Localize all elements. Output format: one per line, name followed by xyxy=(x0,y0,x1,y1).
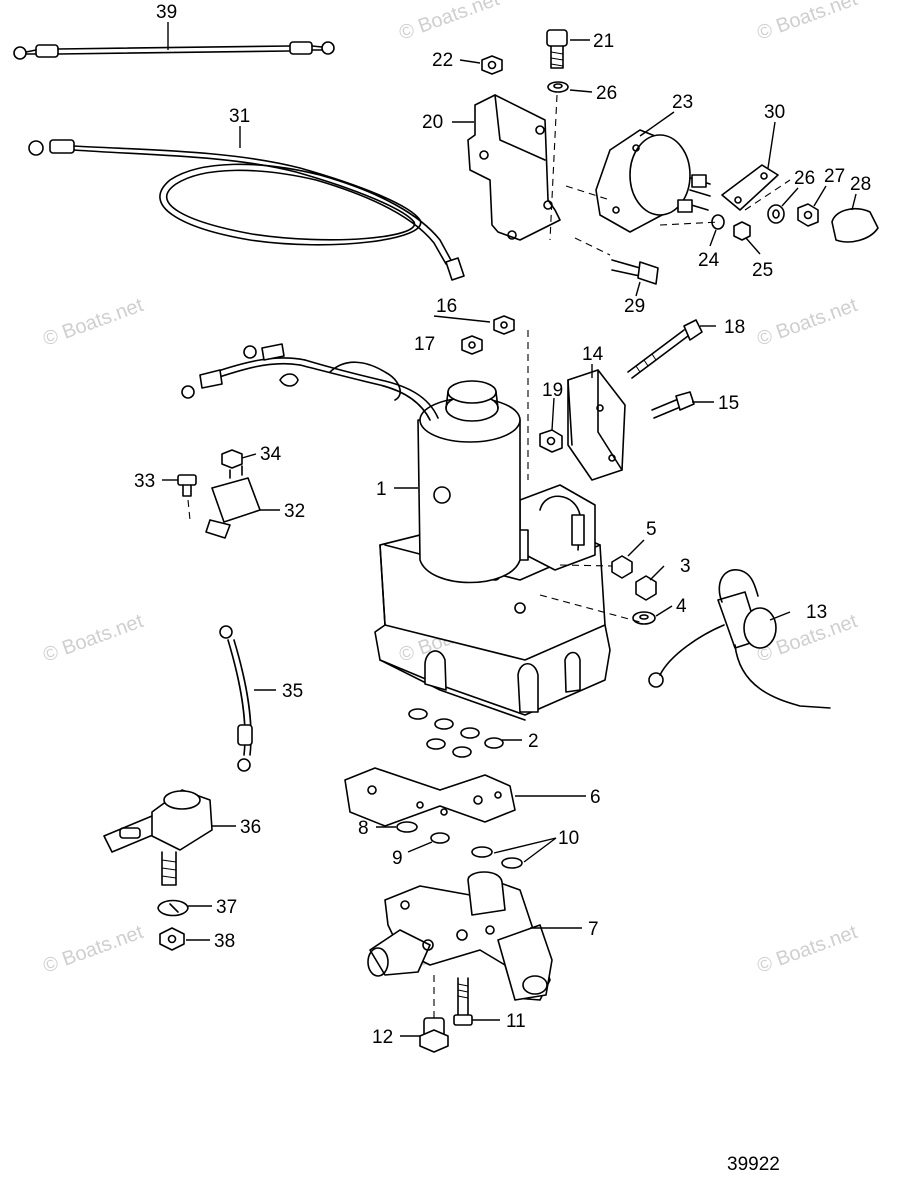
callout-7: 7 xyxy=(588,919,599,940)
part-26-washer-right xyxy=(767,204,785,224)
part-37-lock-washer xyxy=(157,899,189,917)
callout-8: 8 xyxy=(358,818,369,839)
part-13-trim-switch xyxy=(648,569,831,709)
part-16-nut xyxy=(493,315,515,335)
part-27-nut xyxy=(797,203,819,227)
part-34-nut xyxy=(221,449,243,469)
callout-10: 10 xyxy=(558,828,579,849)
part-33-screw xyxy=(177,474,197,497)
alignment-lines-top xyxy=(527,94,791,480)
part-36-relay xyxy=(103,789,213,886)
callout-18: 18 xyxy=(724,317,745,338)
callout-14: 14 xyxy=(582,344,604,365)
watermark: © Boats.net xyxy=(754,921,860,978)
callout-15: 15 xyxy=(718,393,739,414)
part-10-o-rings xyxy=(471,846,523,869)
part-6-gasket xyxy=(344,767,516,827)
part-18-long-bolt xyxy=(627,319,703,379)
callout-32: 32 xyxy=(284,501,305,522)
part-29-screw xyxy=(611,259,659,285)
callout-38: 38 xyxy=(214,931,235,952)
part-28-boot xyxy=(831,208,879,243)
callout-23: 23 xyxy=(672,92,693,113)
part-7-manifold xyxy=(367,871,553,1001)
watermark: © Boats.net xyxy=(396,0,502,45)
callout-13: 13 xyxy=(806,602,827,623)
part-15-screw xyxy=(651,391,695,419)
part-5-screw xyxy=(611,555,633,579)
part-38-nut xyxy=(159,927,185,951)
callout-17: 17 xyxy=(414,334,435,355)
part-11-bolt xyxy=(453,977,473,1026)
callout-35: 35 xyxy=(282,681,303,702)
part-30-plate xyxy=(721,164,779,211)
watermark: © Boats.net xyxy=(754,0,860,45)
watermark: © Boats.net xyxy=(40,921,146,978)
callout-12: 12 xyxy=(372,1027,393,1048)
callout-20: 20 xyxy=(422,112,443,133)
leader-lines xyxy=(162,22,857,1037)
part-1-pump-motor xyxy=(181,343,611,721)
callout-37: 37 xyxy=(216,897,237,918)
callout-3: 3 xyxy=(680,556,691,577)
callout-4: 4 xyxy=(676,596,687,617)
watermark: © Boats.net xyxy=(754,294,860,351)
part-32-circuit-breaker xyxy=(187,465,261,539)
watermark: © Boats.net xyxy=(40,610,146,667)
callout-6: 6 xyxy=(590,787,601,808)
callout-2: 2 xyxy=(528,731,539,752)
part-9-o-ring xyxy=(430,832,450,844)
callout-33: 33 xyxy=(134,471,155,492)
part-31-coiled-cable xyxy=(28,139,465,281)
part-21-screw xyxy=(546,29,568,69)
part-25-nut xyxy=(733,221,751,241)
callout-9: 9 xyxy=(392,848,403,869)
part-35-ground-strap xyxy=(219,625,253,772)
part-8-o-ring xyxy=(396,821,418,833)
part-3-screw xyxy=(635,575,657,601)
callout-11: 11 xyxy=(506,1011,526,1032)
part-20-bracket xyxy=(467,94,561,241)
part-22-nut xyxy=(481,55,503,75)
part-12-plug xyxy=(419,975,449,1053)
callout-28: 28 xyxy=(850,174,871,195)
callout-24: 24 xyxy=(698,250,720,271)
callout-30: 30 xyxy=(764,102,785,123)
callout-34: 34 xyxy=(260,444,282,465)
callout-36: 36 xyxy=(240,817,261,838)
callout-19: 19 xyxy=(542,380,563,401)
callout-25: 25 xyxy=(752,260,773,281)
callout-27: 27 xyxy=(824,166,845,187)
alignment-lines-mid xyxy=(539,564,641,623)
callout-39: 39 xyxy=(156,2,177,23)
part-14-bracket xyxy=(567,369,626,481)
figure-number: 39922 xyxy=(727,1154,780,1175)
callouts: 39 31 20 22 21 26 23 30 26 27 28 24 25 2… xyxy=(134,2,871,1048)
part-2-o-rings xyxy=(408,708,504,758)
callout-31: 31 xyxy=(229,106,250,127)
callout-16: 16 xyxy=(436,296,457,317)
part-23-solenoid xyxy=(595,129,711,233)
callout-21: 21 xyxy=(593,31,614,52)
callout-5: 5 xyxy=(646,519,657,540)
watermark: © Boats.net xyxy=(40,294,146,351)
part-17-nut xyxy=(461,335,483,355)
part-19-nut xyxy=(539,429,563,453)
callout-22: 22 xyxy=(432,50,453,71)
callout-26-top: 26 xyxy=(596,83,617,104)
part-39-short-cable xyxy=(13,41,335,60)
part-4-washer xyxy=(632,611,656,625)
callout-26-right: 26 xyxy=(794,168,815,189)
callout-1: 1 xyxy=(376,479,387,500)
part-26-washer xyxy=(547,81,569,93)
callout-29: 29 xyxy=(624,296,645,317)
